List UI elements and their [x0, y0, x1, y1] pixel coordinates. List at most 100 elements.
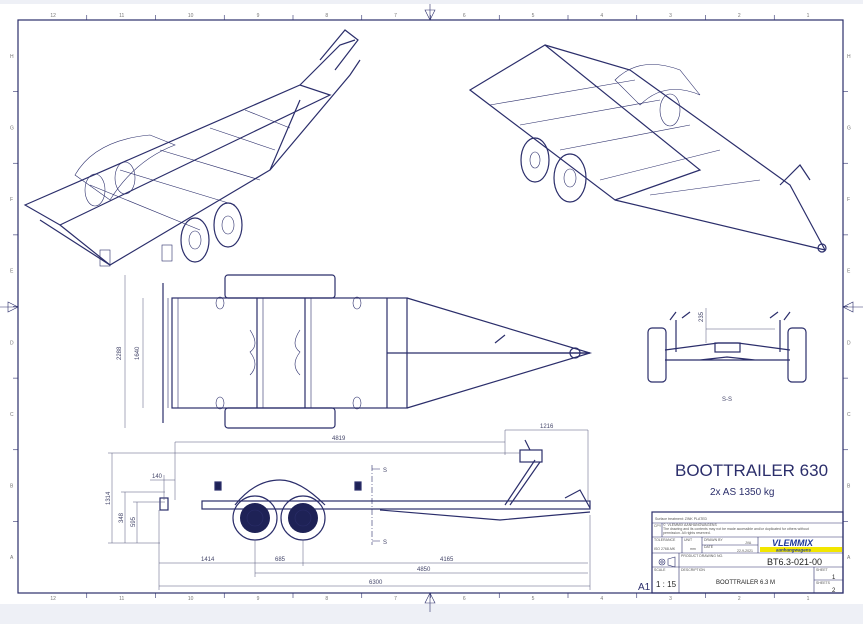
- column-label-top: 4: [600, 13, 603, 19]
- row-label-right: H: [847, 54, 851, 60]
- copyright-notice: © VLEMMIX AANHANGWAGENS The drawing and …: [663, 523, 809, 535]
- row-label-right: C: [847, 412, 851, 418]
- dim-4165: 4165: [440, 557, 454, 563]
- fender-top: [224, 274, 336, 299]
- column-label-bottom: 7: [394, 596, 397, 602]
- row-label-left: E: [10, 269, 14, 275]
- cpy-label: CPY: [654, 524, 662, 528]
- side-view: S S 4819 1216 1314 348 595 140 1414 685 …: [106, 424, 591, 590]
- dim-348: 348: [119, 512, 125, 523]
- column-label-bottom: 6: [463, 596, 466, 602]
- column-label-top: 12: [50, 13, 56, 19]
- column-label-top: 2: [738, 13, 741, 19]
- dim-235: 235: [699, 311, 705, 322]
- isometric-view-rear-right: [468, 44, 827, 253]
- sheets-count: 2: [832, 588, 836, 594]
- vlemmix-logo: VLEMMIX: [772, 538, 814, 548]
- section-view-s-s: 235 S-S: [647, 308, 807, 403]
- row-label-right: G: [847, 125, 851, 131]
- dim-6300: 6300: [369, 580, 383, 586]
- centering-arrow-bottom: [424, 592, 436, 612]
- dim-1314: 1314: [106, 491, 112, 505]
- column-label-bottom: 9: [257, 596, 260, 602]
- date-label: DATE: [704, 545, 714, 549]
- column-label-top: 6: [463, 13, 466, 19]
- sheet-label: SHEET: [816, 568, 829, 572]
- column-label-bottom: 12: [50, 596, 56, 602]
- centering-arrow-top: [424, 4, 436, 21]
- product-drawing-no: BT6.3-021-00: [767, 557, 822, 567]
- row-label-right: E: [847, 269, 851, 275]
- column-label-top: 5: [532, 13, 535, 19]
- column-label-top: 1: [807, 13, 810, 19]
- row-label-left: D: [10, 340, 14, 346]
- row-label-right: F: [847, 197, 850, 203]
- drawn-by-label: DRAWN BY: [704, 538, 723, 542]
- column-label-bottom: 11: [119, 596, 124, 602]
- tolerance-value: ISO 2768-MK: [654, 547, 676, 551]
- centering-arrow-right: [842, 301, 863, 313]
- product-no-label: PRODUCT DRAWING NO.: [681, 554, 723, 558]
- drawn-by-value: JVA: [745, 541, 752, 545]
- centering-arrow-left: [0, 301, 19, 313]
- column-label-bottom: 5: [532, 596, 535, 602]
- unit-label: UNIT: [684, 538, 693, 542]
- row-label-left: A: [10, 555, 14, 561]
- row-label-right: B: [847, 484, 851, 490]
- row-label-left: F: [10, 197, 13, 203]
- dim-685: 685: [275, 557, 286, 563]
- sheets-label: SHEETS: [816, 581, 831, 585]
- row-label-right: D: [847, 340, 851, 346]
- column-label-top: 7: [394, 13, 397, 19]
- top-view: 2288 1640: [117, 274, 593, 429]
- column-label-bottom: 1: [807, 596, 810, 602]
- dim-4819: 4819: [332, 436, 346, 442]
- sheet-number: 1: [832, 575, 836, 581]
- column-label-bottom: 4: [600, 596, 603, 602]
- description-label: DESCRIPTION: [681, 568, 705, 572]
- row-label-left: H: [10, 54, 14, 60]
- vlemmix-logo-sub: aanhangwagens: [776, 548, 812, 553]
- drawing-title: BOOTTRAILER 630: [675, 461, 828, 480]
- column-label-top: 3: [669, 13, 672, 19]
- dim-1640: 1640: [135, 346, 141, 360]
- dim-595: 595: [131, 516, 137, 527]
- isometric-view-front-left: [23, 29, 361, 267]
- tolerance-label: TOLERANCE: [654, 538, 676, 542]
- dim-1414: 1414: [201, 557, 215, 563]
- column-label-bottom: 10: [188, 596, 194, 602]
- scale-value: 1 : 15: [656, 580, 677, 589]
- column-label-top: 10: [188, 13, 194, 19]
- scale-label: SCALE: [654, 568, 666, 572]
- dim-2288: 2288: [117, 346, 123, 360]
- row-label-right: A: [847, 555, 851, 561]
- surface-treatment: Surface treatment: ZINK PLATED: [655, 517, 708, 521]
- row-label-left: C: [10, 412, 14, 418]
- drawing-subtitle: 2x AS 1350 kg: [710, 487, 775, 498]
- paper-size: A1: [638, 582, 651, 593]
- column-label-top: 9: [257, 13, 260, 19]
- dim-140: 140: [152, 474, 163, 480]
- row-label-left: B: [10, 484, 14, 490]
- column-label-bottom: 2: [738, 596, 741, 602]
- date-value: 22-9-2021: [737, 549, 753, 553]
- description-value: BOOTTRAILER 6.3 M: [716, 580, 775, 586]
- sheet-border: [17, 19, 844, 594]
- row-label-left: G: [10, 125, 14, 131]
- title-block: Surface treatment: ZINK PLATED CPY © VLE…: [651, 511, 844, 594]
- column-label-bottom: 8: [325, 596, 328, 602]
- projection-symbol-icon: [658, 556, 676, 568]
- dim-1216: 1216: [540, 424, 554, 430]
- fender-bottom: [224, 407, 336, 429]
- column-label-top: 8: [325, 13, 328, 19]
- unit-value: mm: [690, 547, 696, 551]
- section-marker-top: S: [383, 468, 387, 474]
- section-marker-bottom: S: [383, 540, 387, 546]
- column-label-bottom: 3: [669, 596, 672, 602]
- dim-4850: 4850: [417, 567, 431, 573]
- column-label-top: 11: [119, 13, 124, 19]
- section-label: S-S: [722, 397, 732, 403]
